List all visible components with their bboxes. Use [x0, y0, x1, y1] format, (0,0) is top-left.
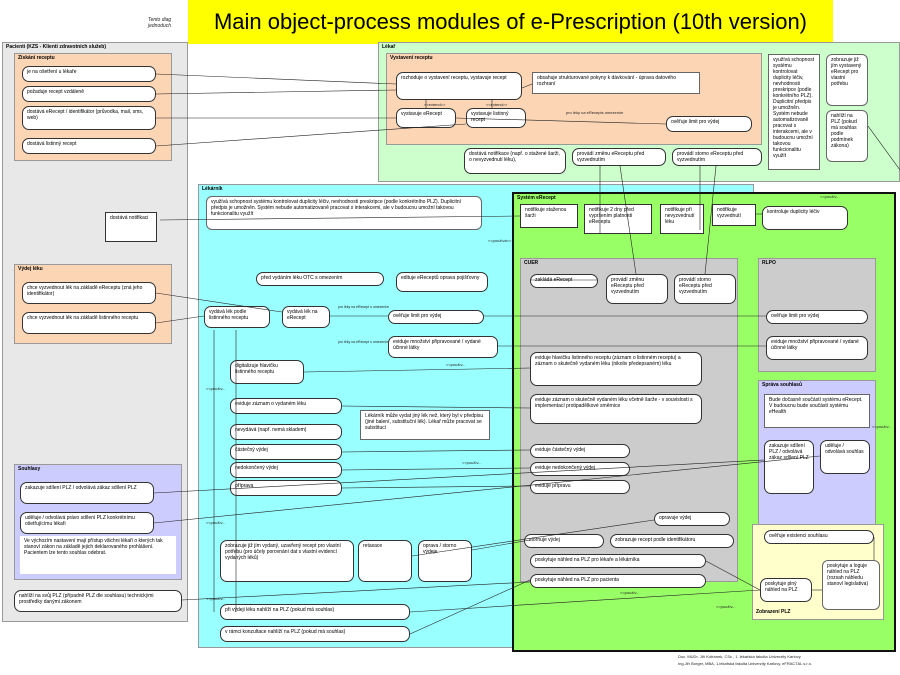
cuer-nahled-lekar[interactable]: poskytuje náhled na PLZ pro lékaře a lék…: [530, 554, 706, 568]
patient-pozaduje-vzdalene[interactable]: požaduje recept vzdáleně: [22, 86, 156, 102]
lekarnik-digitalizuje[interactable]: digitalizuje hlavičku listinného receptu: [230, 360, 304, 384]
footer-author-1: Doc. MUDr. Jiří Kofránek, CSc., 1. lékař…: [678, 654, 801, 659]
lekarnik-eviduje-zaznam[interactable]: eviduje záznam o vydaném léku: [230, 398, 342, 414]
lekar-notifikace[interactable]: dostává notifikace (např. o stažené šarž…: [464, 148, 566, 174]
patient-nahlizi-plz[interactable]: nahlíží na svůj PLZ (případně PLZ dle so…: [14, 590, 182, 612]
lekarnik-priprava[interactable]: příprava: [230, 480, 342, 496]
system-notif-2dny[interactable]: notifikuje 2 dny před vypršením platnost…: [584, 204, 652, 234]
lane-vystaveni-title: Vystavení receptu: [390, 55, 433, 61]
sprava-udeluje[interactable]: uděluje / odvolává souhlas: [820, 440, 870, 474]
lekar-zmena[interactable]: provádí změnu eReceptu před vyzvednutím: [572, 148, 666, 166]
pouziva-label-5: <<použív...: [462, 460, 482, 465]
lekar-pro-leky-label: pro léky na eRecepts omezením: [566, 110, 624, 115]
cuer-castecny[interactable]: eviduje částečný výdej: [530, 444, 630, 458]
lekar-extend-2: <<extend>>: [486, 102, 508, 107]
corner-note-2: jednoduch: [148, 23, 172, 29]
lekar-vystavuje-erecept[interactable]: vystavuje eRecept: [396, 108, 456, 128]
lane-ziskani-title: Získání receptu: [18, 55, 55, 61]
lekarnik-nedokonceny[interactable]: nedokončený výdej: [230, 462, 342, 478]
lekarnik-castecny[interactable]: částečný výdej: [230, 444, 342, 460]
pouziva-label-9: <<použív...: [716, 604, 736, 609]
cuer-nedokonceny[interactable]: eviduje nedokončený výdej: [530, 462, 630, 476]
lekarnik-konzultace[interactable]: v rámci konzultace nahlíží na PLZ (pokud…: [220, 626, 410, 642]
souhlasy-note: Ve výchozím nastavení mají přístup všich…: [20, 536, 176, 574]
cuer-zaklada[interactable]: zakládá eRecept: [530, 274, 598, 288]
cuer-stornuje[interactable]: stornuje výdej: [524, 534, 604, 548]
pouziva-label-4: <<použív...: [446, 362, 466, 367]
cuer-eviduje-zaznam[interactable]: eviduje záznam o skutečně vydaném léku v…: [530, 394, 702, 424]
cuer-nahled-pacient[interactable]: poskytuje náhled na PLZ pro pacienta: [530, 574, 706, 588]
sprava-zakazuje[interactable]: zakazuje sdílení PLZ / odvolává zákaz sd…: [764, 440, 814, 494]
lekarnik-eviduje-mnozstvi[interactable]: eviduje množství připravované / vydané ú…: [388, 336, 498, 358]
lekarnik-nevydava[interactable]: nevydává (např. nemá skladem): [230, 424, 342, 440]
patient-udeluje-pravo[interactable]: uděluje / odvolává právo sdílení PLZ kon…: [20, 512, 154, 534]
lekar-vystavuje-listinny[interactable]: vystavuje listinný recept: [466, 108, 526, 128]
lekar-storno[interactable]: provádí storno eReceptu před vyzvednutím: [672, 148, 762, 166]
pouziva-label-1: <<použív...: [820, 194, 840, 199]
pouziva-label-3: <<použív...: [206, 386, 226, 391]
system-notif-vyzvednuti[interactable]: notifikuje vyzvednutí: [712, 204, 756, 226]
lekarnik-overuje-limit[interactable]: ověřuje limit pro výdej: [388, 310, 484, 324]
lekar-nahlizi[interactable]: nahlíží na PLZ (pokud má souhlas podle p…: [826, 110, 868, 162]
zobrazeni-plny[interactable]: poskytuje plný náhled na PLZ: [760, 578, 812, 602]
lane-vydej-title: Výdej léku: [18, 266, 43, 272]
lane-system-title: Systém eRecept: [517, 195, 556, 201]
pouziva-label-6: <<použív...: [206, 520, 226, 525]
lekarnik-pro-leky2-label: pro léky na eRecept s omezením: [338, 340, 390, 344]
patient-dostava-listinny[interactable]: dostává listinný recept: [22, 138, 156, 154]
cuer-opravuje[interactable]: opravuje výdej: [654, 512, 730, 526]
patient-je-na-osetreni[interactable]: je na ošetření u lékaře: [22, 66, 156, 82]
sprava-overuje[interactable]: ověřuje existenci souhlasu: [764, 530, 874, 544]
cuer-eviduje-hlavicku[interactable]: eviduje hlavičku listinného receptu (záz…: [530, 352, 702, 386]
lane-rlpo-title: RLPO: [762, 260, 776, 266]
lekar-rozhoduje[interactable]: rozhoduje o vystavení receptu, vystavuje…: [396, 72, 522, 100]
cuer-pripravu[interactable]: eviduje přípravu: [530, 480, 630, 494]
lekar-dupl-note: využívá schopnost systému kontrolovat du…: [768, 54, 820, 170]
rlpo-eviduje[interactable]: eviduje množství připravované / vydané ú…: [766, 336, 868, 360]
lekarnik-zobrazuje[interactable]: zobrazuje již jím vydaný, uzavřený recep…: [220, 540, 354, 582]
lane-sprava-title: Správa souhlasů: [762, 382, 803, 388]
zobrazeni-omezeny[interactable]: poskytuje a loguje náhled na PLZ (rozsah…: [822, 560, 880, 610]
lekarnik-pri-vydeji[interactable]: při výdeji léku nahlíží na PLZ (pokud má…: [220, 604, 410, 620]
cuer-zmena[interactable]: provádí změnu eReceptu před vyzvednutím: [606, 274, 668, 304]
lekarnik-dupl-note: využívá schopnost systému kontrolovat du…: [206, 196, 482, 230]
cuer-storno[interactable]: provádí storno eReceptu před vyzvednutím: [674, 274, 736, 304]
lane-pacienti-title: Pacienti (KZS - Klienti zdravotních služ…: [6, 44, 107, 50]
patient-dostava-notifikaci[interactable]: dostává notifikaci: [105, 212, 157, 242]
lane-zobrazeni-title: Zobrazení PLZ: [756, 609, 791, 615]
lane-souhlasy-title: Souhlasy: [18, 466, 41, 472]
pouziva-label-8: <<použív...: [620, 590, 640, 595]
lekarnik-vydava-listinny[interactable]: vydává lék podle listinného receptu: [204, 306, 270, 328]
pouziva-label-7: <<použív...: [206, 596, 226, 601]
patient-chce-erecept[interactable]: chce vyzvednout lék na základě eReceptu …: [22, 282, 156, 304]
page-title: Main object-process modules of e-Prescri…: [188, 0, 833, 44]
system-notif-nevyzvednuti[interactable]: notifikuje při nevyzvednutí léku: [660, 204, 704, 234]
lekarnik-pred-vydanim[interactable]: před vydáním léku OTC s omezením: [256, 272, 384, 286]
system-kontroluje-duplicity[interactable]: kontroluje duplicity léčiv: [762, 206, 848, 230]
patient-zakazuje-sdileni[interactable]: zakazuje sdílení PLZ / odvolává zákaz sd…: [20, 482, 154, 504]
patient-dostava-erecept[interactable]: dostává eRecept / identifikátor (průvodk…: [22, 106, 156, 130]
footer-author-2: Ing.Jiří Borger, MBA, 1.lékařská fakulta…: [678, 661, 812, 666]
lekarnik-vydava-erecept[interactable]: vydává lék na eRecept: [282, 306, 330, 328]
pouziva-label-2: <<používá>>: [488, 238, 512, 243]
system-notif-sarze[interactable]: notifikuje staženou šarži: [520, 204, 578, 228]
cuer-zobrazuje[interactable]: zobrazuje recept podle identifikátoru: [610, 534, 734, 548]
lane-lekar-title: Lékař: [382, 44, 396, 50]
rlpo-overuje[interactable]: ověřuje limit pro výdej: [766, 310, 868, 324]
lekarnik-pro-leky-label: pro léky na eRecept s omezením: [338, 305, 390, 309]
lekar-extend-1: <<extend>>: [424, 102, 446, 107]
lane-lekarnik-title: Lékárník: [202, 186, 223, 192]
lekar-zobrazuje[interactable]: zobrazuje již jím vystavený eRecept pro …: [826, 54, 868, 106]
sprava-note: Bude dočasně součástí systému eRecept. V…: [764, 394, 870, 428]
pouziva-label-10: <<použív...: [872, 424, 892, 429]
lekar-overuje-limit[interactable]: ověřuje limit pro výdej: [666, 116, 752, 132]
lekarnik-retaxace[interactable]: retaxace: [358, 540, 412, 582]
patient-chce-listinny[interactable]: chce vyzvednout lék na základě listinnéh…: [22, 312, 156, 334]
lekarnik-note: Lékárník může vydat jiný lék než, který …: [360, 410, 490, 440]
lekarnik-oprava-storno[interactable]: oprava / storno výdeje: [418, 540, 472, 582]
lane-cuer-title: CUER: [524, 260, 539, 266]
lekar-pokyny-note: obsahuje strukturované pokyny k dávkován…: [532, 72, 700, 94]
corner-note-1: Tento diag: [148, 17, 172, 23]
lekarnik-edituje[interactable]: edituje eReceptů oprava pojišťovny: [396, 272, 488, 292]
